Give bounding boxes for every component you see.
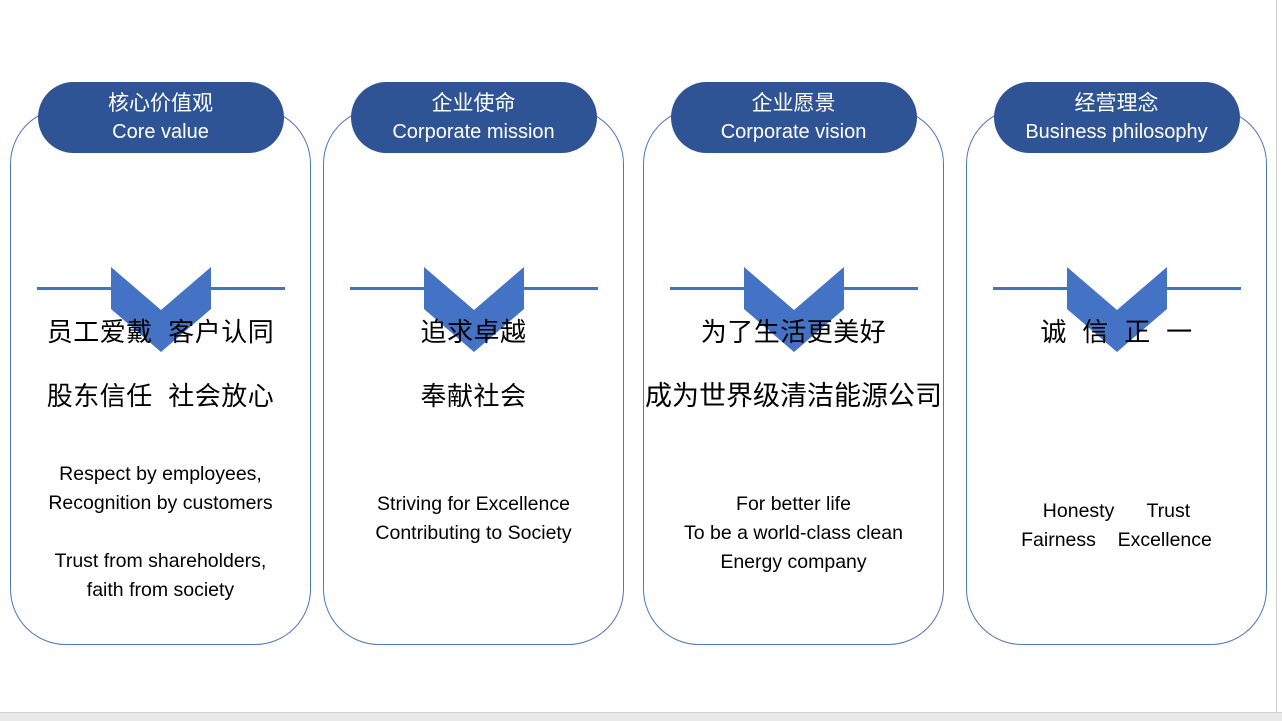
header-title-zh: 企业使命 xyxy=(431,91,516,115)
card-corporate-mission: 企业使命 Corporate mission 追求卓越 奉献社会 Strivin… xyxy=(323,82,624,645)
value-text-en: Trust from shareholders, faith from soci… xyxy=(54,550,267,601)
card-business-philosophy: 经营理念 Business philosophy 诚 信 正 一 Honesty… xyxy=(966,82,1267,645)
value-text-zh: 奉献社会 xyxy=(420,381,527,411)
window-bottom-bar xyxy=(0,712,1282,721)
value-text-en: For better life To be a world-class clea… xyxy=(684,493,903,573)
divider-line-right xyxy=(524,287,598,290)
chevron-down-icon xyxy=(743,267,844,352)
header-pill-core-value: 核心价值观 Core value xyxy=(37,82,284,153)
divider-line-left xyxy=(37,287,111,290)
value-text-zh: 诚 信 正 一 xyxy=(1040,317,1193,347)
header-pill-business-philosophy: 经营理念 Business philosophy xyxy=(993,82,1240,153)
divider-line-left xyxy=(670,287,744,290)
down-arrow-divider xyxy=(11,186,310,352)
down-arrow-divider xyxy=(967,186,1266,352)
value-text-en: Honesty Trust Fairness Excellence xyxy=(1021,500,1212,551)
divider-line-right xyxy=(1167,287,1241,290)
value-text-zh: 追求卓越 xyxy=(420,317,527,347)
divider-line-left xyxy=(350,287,424,290)
divider-line-left xyxy=(993,287,1067,290)
card-corporate-vision: 企业愿景 Corporate vision 为了生活更美好 成为世界级清洁能源公… xyxy=(643,82,944,645)
header-title-en: Corporate mission xyxy=(392,120,555,143)
down-arrow-divider xyxy=(324,186,623,352)
divider-line-right xyxy=(844,287,918,290)
chevron-down-icon xyxy=(423,267,524,352)
header-title-en: Corporate vision xyxy=(720,120,867,143)
value-text-zh: 股东信任 社会放心 xyxy=(46,381,275,411)
header-title-zh: 经营理念 xyxy=(1074,91,1159,115)
divider-line-right xyxy=(211,287,285,290)
value-text-zh: 成为世界级清洁能源公司 xyxy=(645,381,942,411)
chevron-down-icon xyxy=(1066,267,1167,352)
value-text-zh: 为了生活更美好 xyxy=(700,317,887,347)
header-pill-corporate-vision: 企业愿景 Corporate vision xyxy=(670,82,917,153)
canvas-right-edge-line xyxy=(1276,0,1277,712)
value-text-zh: 员工爱戴 客户认同 xyxy=(46,317,275,347)
value-text-en: Striving for Excellence Contributing to … xyxy=(375,493,572,544)
header-title-zh: 核心价值观 xyxy=(108,91,213,115)
down-arrow-divider xyxy=(644,186,943,352)
header-title-en: Business philosophy xyxy=(1025,120,1208,143)
card-core-value: 核心价值观 Core value 员工爱戴 客户认同 股东信任 社会放心 Res… xyxy=(10,82,311,645)
header-title-zh: 企业愿景 xyxy=(751,91,836,115)
header-pill-corporate-mission: 企业使命 Corporate mission xyxy=(350,82,597,153)
value-text-en: Respect by employees, Recognition by cus… xyxy=(48,463,273,514)
chevron-down-icon xyxy=(110,267,211,352)
header-title-en: Core value xyxy=(112,120,209,143)
